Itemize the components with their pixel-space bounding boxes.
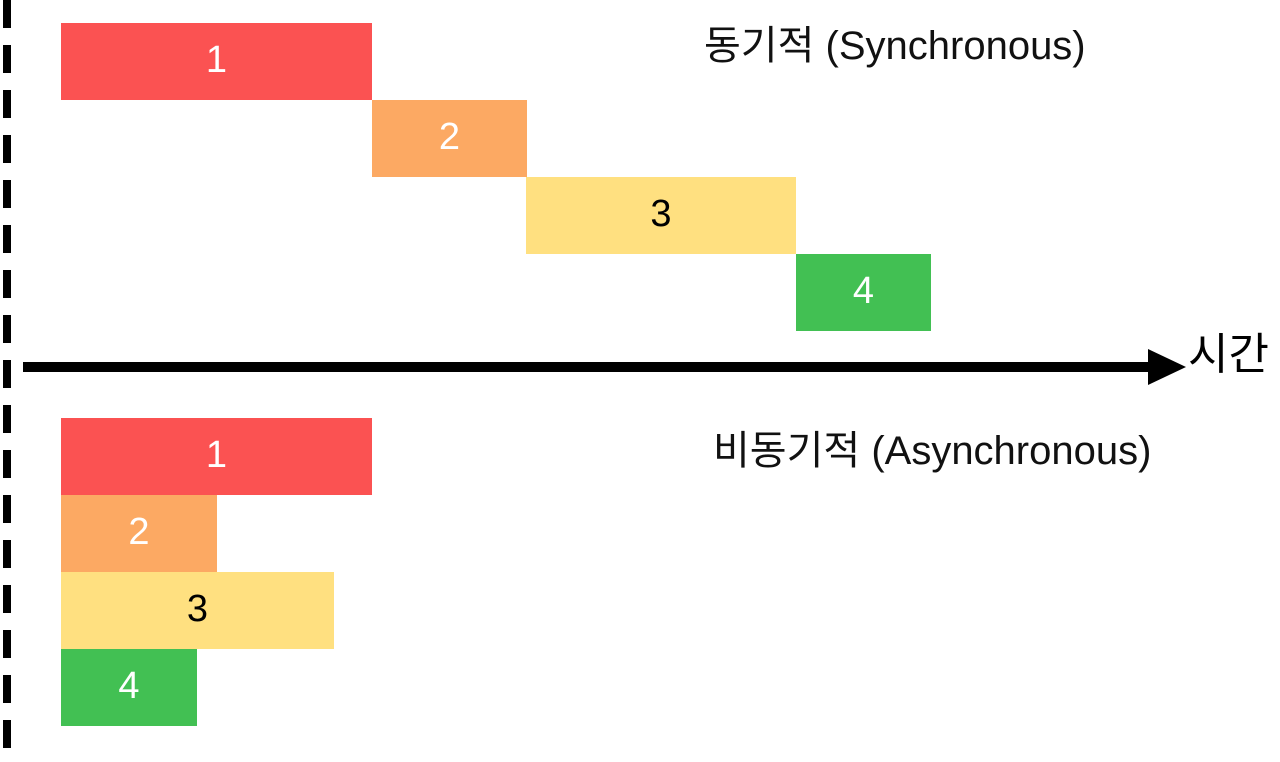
sync-bar-2-label: 2 [438,115,461,158]
async-bar-3-label: 3 [186,587,209,630]
dashed-vertical-axis [3,0,11,762]
async-bar-2: 2 [61,495,217,572]
time-axis-label: 시간 [1188,330,1269,379]
async-bar-2-label: 2 [128,510,150,553]
async-bar-3: 3 [61,572,334,649]
sync-bar-4-label: 4 [852,269,875,312]
async-bar-1-label: 1 [205,433,228,476]
arrow-right-icon [1148,349,1186,385]
sync-bar-1: 1 [61,23,372,100]
async-bar-4-label: 4 [118,664,140,707]
async-bar-4: 4 [61,649,197,726]
sync-bar-3: 3 [526,177,796,254]
asynchronous-caption: 비동기적 (Asynchronous) [713,429,1152,473]
sync-bar-4: 4 [796,254,931,331]
sync-bar-1-label: 1 [205,38,228,81]
sync-bar-3-label: 3 [650,192,672,235]
time-axis-line [23,362,1157,372]
async-bar-1: 1 [61,418,372,495]
synchronous-caption: 동기적 (Synchronous) [704,24,1086,68]
sync-bar-2: 2 [372,100,527,177]
